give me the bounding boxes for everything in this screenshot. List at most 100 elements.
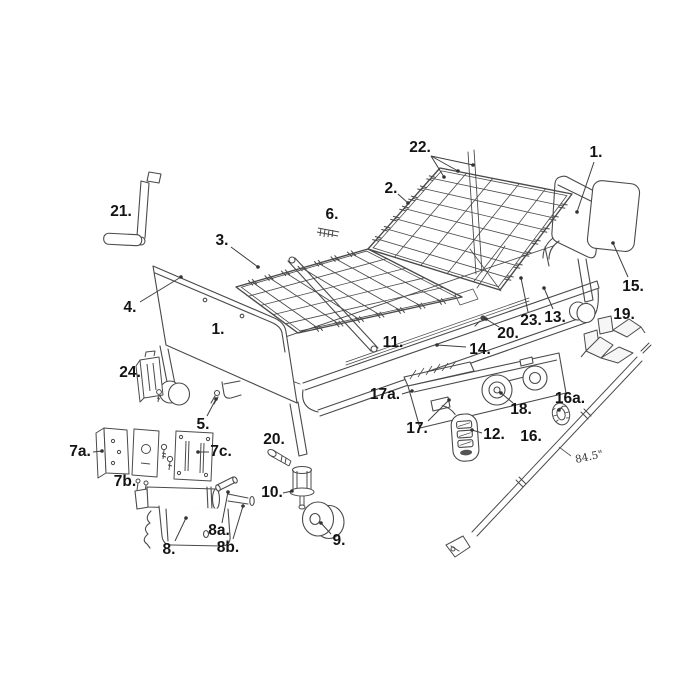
leader-line <box>206 398 217 417</box>
part-label-24: 24. <box>119 364 141 381</box>
leader-line <box>139 276 182 303</box>
leader-dot <box>575 210 579 214</box>
dimension-text: 84.5" <box>574 448 604 466</box>
drive-motor-assembly-art <box>403 352 567 429</box>
leader-dot <box>499 391 503 395</box>
leader-line <box>230 246 259 268</box>
leader-line <box>576 161 595 213</box>
part-label-11: 11. <box>383 334 404 351</box>
caster-socket-art <box>289 466 315 510</box>
crank-rod-art <box>445 342 652 558</box>
leader-dot <box>179 275 183 279</box>
leader-line <box>430 155 459 172</box>
bed-end-bumper-art <box>580 315 646 364</box>
part-label-7b: 7b. <box>114 473 136 490</box>
part-label-5: 5. <box>197 416 210 433</box>
part-label-17: 17. <box>406 420 428 437</box>
leader-dot <box>611 241 615 245</box>
hand-pendant-art <box>441 405 480 462</box>
leader-dot <box>519 276 523 280</box>
spring-link-art <box>316 227 340 238</box>
part-label-1-head: 1. <box>590 144 603 161</box>
head-spring-section-art <box>367 167 573 291</box>
leader-dot <box>406 201 410 205</box>
part-label-3: 3. <box>216 232 229 249</box>
leader-dot <box>100 449 104 453</box>
part-label-12: 12. <box>483 426 505 443</box>
part-label-15: 15. <box>622 278 644 295</box>
leader-dot <box>557 408 561 412</box>
bolt-art <box>267 449 292 467</box>
motor-actuator-art <box>134 476 255 549</box>
part-label-7a: 7a. <box>69 443 91 460</box>
leader-line <box>221 491 229 524</box>
dimension-leader <box>558 446 572 457</box>
part-label-2: 2. <box>385 180 398 197</box>
leader-dot <box>196 450 200 454</box>
part-label-1-foot: 1. <box>212 321 225 338</box>
part-label-10: 10. <box>261 484 283 501</box>
part-label-4: 4. <box>124 299 137 316</box>
leader-line <box>612 242 629 278</box>
part-label-22: 22. <box>409 139 431 156</box>
leader-line <box>430 155 474 166</box>
leader-dot <box>290 489 294 493</box>
leader-line <box>485 318 500 328</box>
leader-dot <box>442 175 446 179</box>
leader-dot <box>184 516 188 520</box>
leader-dot <box>456 169 460 173</box>
leader-dot <box>241 504 245 508</box>
part-label-23: 23. <box>520 312 542 329</box>
part-label-8a: 8a. <box>208 522 230 539</box>
leader-dot <box>470 428 474 432</box>
mounting-brackets-art <box>95 427 214 493</box>
leader-line <box>174 517 187 542</box>
part-labels: 21. 22. 1. 2. 6. 3. 15. 4. 1. 19. 23.13. 20. 11. 14. 2… <box>69 139 644 558</box>
leader-dot <box>410 389 414 393</box>
leader-dot <box>214 397 218 401</box>
leader-line <box>232 505 244 540</box>
lift-strut-art <box>287 245 506 353</box>
crank-handle-art <box>103 171 162 247</box>
part-label-19: 19. <box>613 306 635 323</box>
leader-dot <box>447 398 451 402</box>
grommet-art <box>551 402 571 426</box>
part-label-16a: 16a. <box>555 390 585 407</box>
footboard-art <box>152 265 308 457</box>
leader-dot <box>435 343 439 347</box>
leader-line <box>427 399 450 422</box>
headboard-bracket-art <box>135 350 164 403</box>
leader-line <box>430 155 445 178</box>
leader-dot <box>256 265 260 269</box>
part-label-14: 14. <box>469 341 491 358</box>
part-label-21: 21. <box>110 203 132 220</box>
leader-dot <box>471 163 475 167</box>
leader-line <box>397 193 409 204</box>
leader-line <box>500 392 514 404</box>
part-label-9: 9. <box>333 532 346 549</box>
leader-line <box>520 277 529 313</box>
part-label-13: 13. <box>544 309 566 326</box>
bed-frame-art <box>247 149 600 417</box>
dimension-annotation: 84.5" <box>558 446 604 466</box>
spring-deck-art <box>235 248 463 334</box>
part-label-16: 16. <box>520 428 542 445</box>
part-label-20-bottom: 20. <box>263 431 285 448</box>
leader-line <box>543 287 554 310</box>
part-label-17a: 17a. <box>370 386 400 403</box>
part-label-6: 6. <box>326 206 339 223</box>
part-label-8b: 8b. <box>217 539 239 556</box>
leader-dot <box>542 286 546 290</box>
leader-dot <box>484 317 488 321</box>
leader-line <box>436 344 467 348</box>
leader-dot <box>226 490 230 494</box>
leader-dot <box>319 521 323 525</box>
spare-headboard-panel-art <box>586 180 641 252</box>
part-label-8: 8. <box>163 541 176 558</box>
leader-lines <box>92 155 629 542</box>
part-label-18: 18. <box>510 401 532 418</box>
leader-line <box>320 522 332 535</box>
part-label-7c: 7c. <box>210 443 232 460</box>
